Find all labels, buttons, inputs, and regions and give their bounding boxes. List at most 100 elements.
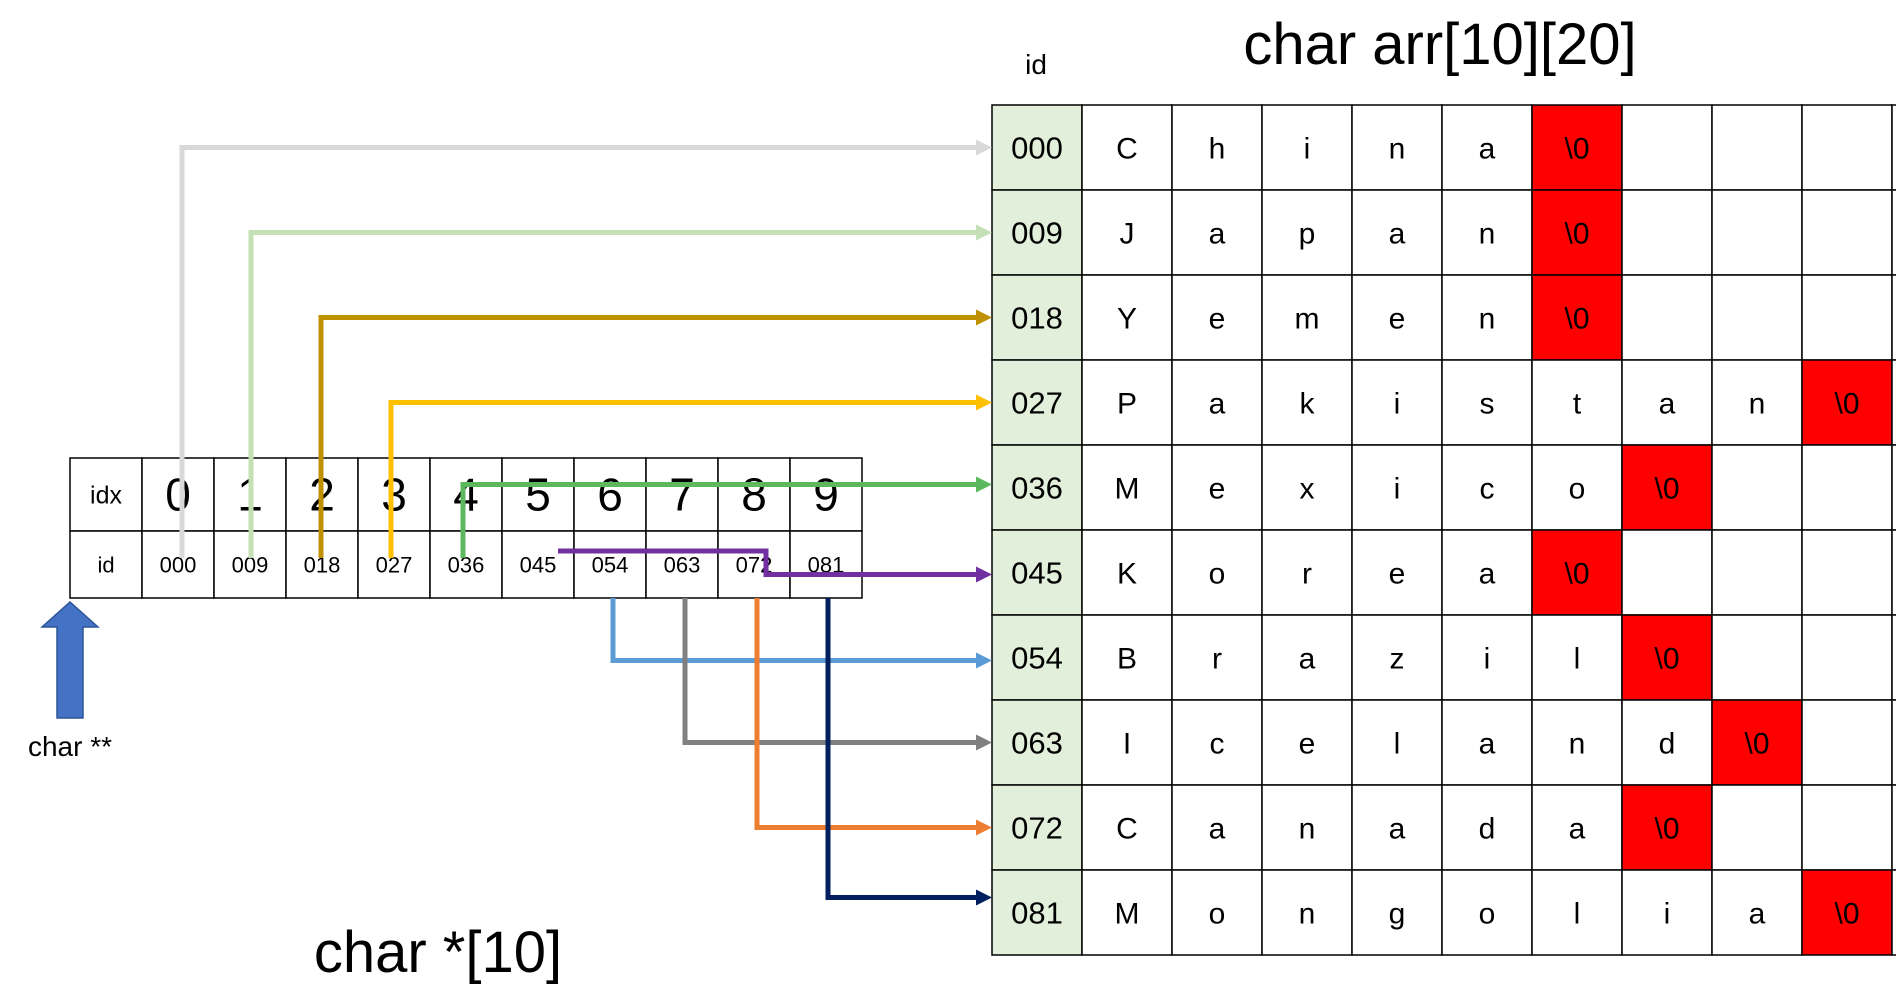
terminator-label: \0	[1834, 388, 1859, 421]
char-label: e	[1299, 728, 1316, 761]
char-label: C	[1116, 813, 1138, 846]
char-label: d	[1479, 813, 1496, 846]
char-cell	[1891, 104, 1896, 191]
pointer-arrow	[248, 230, 978, 558]
char-cell	[1711, 529, 1803, 616]
char-cell	[1441, 444, 1533, 531]
array-id-label: 063	[1011, 726, 1063, 761]
char-cell	[1171, 274, 1263, 361]
char-label: i	[1664, 898, 1671, 931]
char-cell	[1441, 104, 1533, 191]
terminator-label: \0	[1564, 303, 1589, 336]
char-cell	[1351, 699, 1443, 786]
pointer-arrow	[610, 598, 978, 663]
idx-cell	[717, 457, 791, 532]
char-cell	[1261, 529, 1353, 616]
char-label: a	[1659, 388, 1676, 421]
pointer-id-cell	[357, 530, 431, 599]
char-cell	[1531, 699, 1623, 786]
char-cell	[1621, 274, 1713, 361]
char-cell	[1261, 869, 1353, 956]
pointer-id-label: 000	[160, 553, 197, 578]
pointer-arrow	[179, 145, 978, 558]
char-cell	[1801, 699, 1893, 786]
char-cell	[1351, 784, 1443, 871]
char-label: n	[1749, 388, 1766, 421]
terminator-label: \0	[1564, 133, 1589, 166]
char-label: i	[1394, 388, 1401, 421]
idx-label: 9	[813, 469, 839, 521]
idx-cell	[501, 457, 575, 532]
char-label: h	[1209, 133, 1226, 166]
idx-label: 3	[381, 469, 407, 521]
idx-cell	[429, 457, 503, 532]
terminator-cell	[1531, 189, 1623, 276]
char-cell	[1711, 189, 1803, 276]
char-cell	[1891, 529, 1896, 616]
char-cell	[1891, 359, 1896, 446]
terminator-label: \0	[1654, 813, 1679, 846]
array-id-label: 054	[1011, 641, 1063, 676]
char-cell	[1351, 189, 1443, 276]
array-id-cell	[991, 359, 1083, 446]
char-cell	[1441, 869, 1533, 956]
char-label: e	[1389, 303, 1406, 336]
pointer-arrow	[318, 315, 978, 558]
char-cell	[1711, 274, 1803, 361]
terminator-label: \0	[1654, 643, 1679, 676]
char-cell	[1441, 529, 1533, 616]
terminator-label: \0	[1744, 728, 1769, 761]
char-label: l	[1574, 898, 1581, 931]
terminator-cell	[1531, 274, 1623, 361]
pointer-arrow	[754, 598, 978, 830]
char-cell	[1351, 274, 1443, 361]
char-cell	[1171, 869, 1263, 956]
arrowhead-icon	[976, 139, 992, 156]
up-arrow-icon	[40, 600, 100, 719]
id-header-label: id	[97, 553, 114, 578]
char-label: a	[1389, 218, 1406, 251]
arrowhead-icon	[976, 734, 992, 751]
char-cell	[1081, 359, 1173, 446]
char-label: c	[1480, 473, 1495, 506]
char-cell	[1531, 614, 1623, 701]
arrowhead-icon	[976, 394, 992, 411]
char-label: o	[1209, 558, 1226, 591]
array-id-cell	[991, 104, 1083, 191]
char-label: a	[1209, 813, 1226, 846]
array-id-label: 009	[1011, 216, 1063, 251]
char-cell	[1801, 784, 1893, 871]
char-cell	[1171, 189, 1263, 276]
char-cell	[1891, 784, 1896, 871]
pointer-id-cell	[645, 530, 719, 599]
char-cell	[1171, 529, 1263, 616]
pointer-id-label: 063	[664, 553, 701, 578]
char-label: a	[1479, 558, 1496, 591]
pointer-arrow	[682, 598, 978, 745]
double-pointer-label: char **	[28, 731, 112, 762]
char-cell	[1801, 529, 1893, 616]
char-cell	[1711, 784, 1803, 871]
arrowhead-icon	[976, 566, 992, 583]
terminator-cell	[1531, 529, 1623, 616]
char-label: s	[1480, 388, 1495, 421]
char-label: I	[1123, 728, 1131, 761]
id-column-header: id	[1025, 49, 1047, 80]
char-label: o	[1479, 898, 1496, 931]
char-label: P	[1117, 388, 1137, 421]
char-label: e	[1389, 558, 1406, 591]
char-cell	[1891, 444, 1896, 531]
char-cell	[1801, 189, 1893, 276]
char-cell	[1081, 869, 1173, 956]
pointer-id-label: 027	[376, 553, 413, 578]
array-id-cell	[991, 699, 1083, 786]
char-label: M	[1115, 898, 1140, 931]
array-id-label: 072	[1011, 811, 1063, 846]
char-cell	[1531, 784, 1623, 871]
char-label: a	[1749, 898, 1766, 931]
char-cell	[1711, 104, 1803, 191]
char-cell	[1621, 529, 1713, 616]
char-cell	[1801, 274, 1893, 361]
char-label: o	[1569, 473, 1586, 506]
array-id-label: 000	[1011, 131, 1063, 166]
